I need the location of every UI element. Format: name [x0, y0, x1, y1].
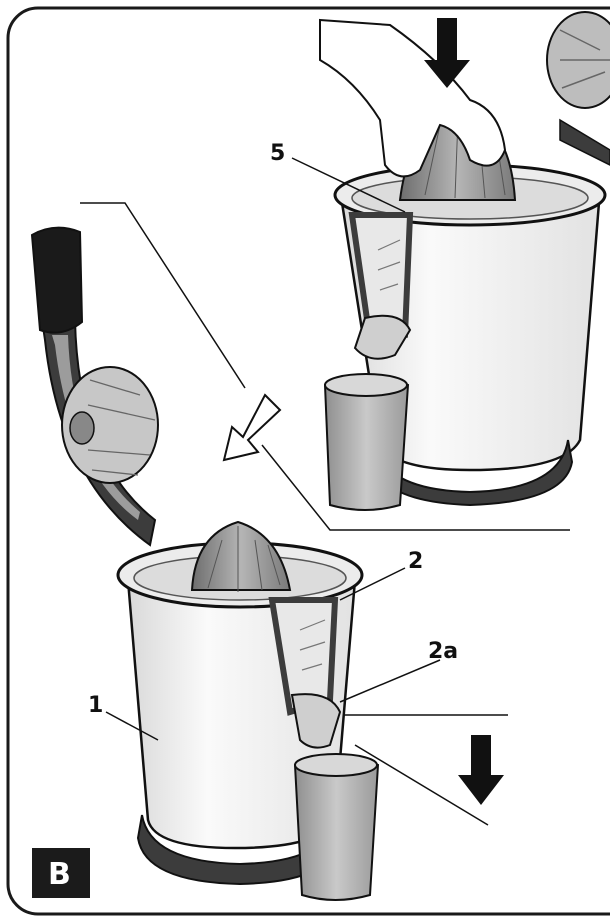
callout-label-1: 1	[88, 693, 103, 718]
callout-label-2a: 2a	[428, 639, 458, 664]
reamer-disc-bottom	[61, 366, 159, 484]
callout-5: 5	[270, 141, 406, 213]
separator-lines	[80, 202, 570, 826]
panel-frame	[6, 6, 610, 916]
juicer-base-top	[370, 439, 574, 507]
spout	[290, 693, 342, 749]
outline-arrow-icon	[222, 393, 282, 462]
panel-badge-label: B	[48, 857, 71, 892]
glass	[293, 753, 380, 901]
panel-badge: B	[32, 848, 90, 898]
juicer-bottom-scene	[30, 226, 504, 901]
reamer-disc-top	[546, 11, 610, 166]
callout-1: 1	[88, 693, 159, 741]
down-arrow-icon	[424, 18, 470, 88]
lever-handle	[30, 226, 84, 334]
callout-2a: 2a	[339, 639, 458, 703]
juicer-top-scene	[319, 11, 610, 511]
spout-top	[353, 314, 412, 360]
hand-icon	[319, 18, 507, 178]
callout-label-5: 5	[270, 141, 285, 166]
glass-top	[323, 373, 410, 511]
reamer-cone	[190, 520, 292, 591]
down-arrow-icon	[458, 735, 504, 805]
callout-label-2: 2	[408, 549, 423, 574]
callout-2: 2	[339, 549, 423, 601]
